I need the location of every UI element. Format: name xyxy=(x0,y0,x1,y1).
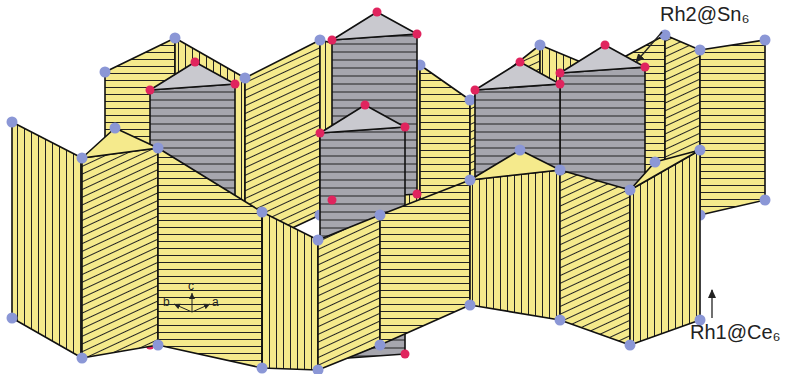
rh1-ce6-prism-front xyxy=(12,122,700,370)
prism-top xyxy=(320,105,405,133)
polyhedron-label: Rh2@Sn₆ xyxy=(660,4,750,24)
prism-top xyxy=(475,62,560,90)
prism-face xyxy=(12,122,82,358)
prism-face xyxy=(318,215,380,370)
polyhedron-label: Rh1@Ce₆ xyxy=(690,322,781,342)
prism-face xyxy=(262,212,318,370)
leader-arrow xyxy=(711,290,712,318)
prism-top xyxy=(630,150,700,190)
axis-label: b xyxy=(163,296,170,308)
prism-face xyxy=(630,150,700,345)
prism-face xyxy=(470,170,560,320)
prism-top xyxy=(332,12,417,40)
prism-face xyxy=(380,180,470,345)
prism-face xyxy=(560,170,630,345)
prism-top xyxy=(82,128,158,158)
prism-face xyxy=(158,148,262,368)
ce-atom xyxy=(7,117,706,374)
prism-top xyxy=(470,150,560,180)
axis-triad xyxy=(174,293,210,312)
axis-label: c xyxy=(188,280,194,292)
leader-arrow xyxy=(636,32,662,62)
axis-label: a xyxy=(212,296,219,308)
prism-face xyxy=(700,40,765,215)
prism-top xyxy=(150,62,235,90)
prism-face xyxy=(82,148,158,358)
prism-top xyxy=(560,45,645,73)
